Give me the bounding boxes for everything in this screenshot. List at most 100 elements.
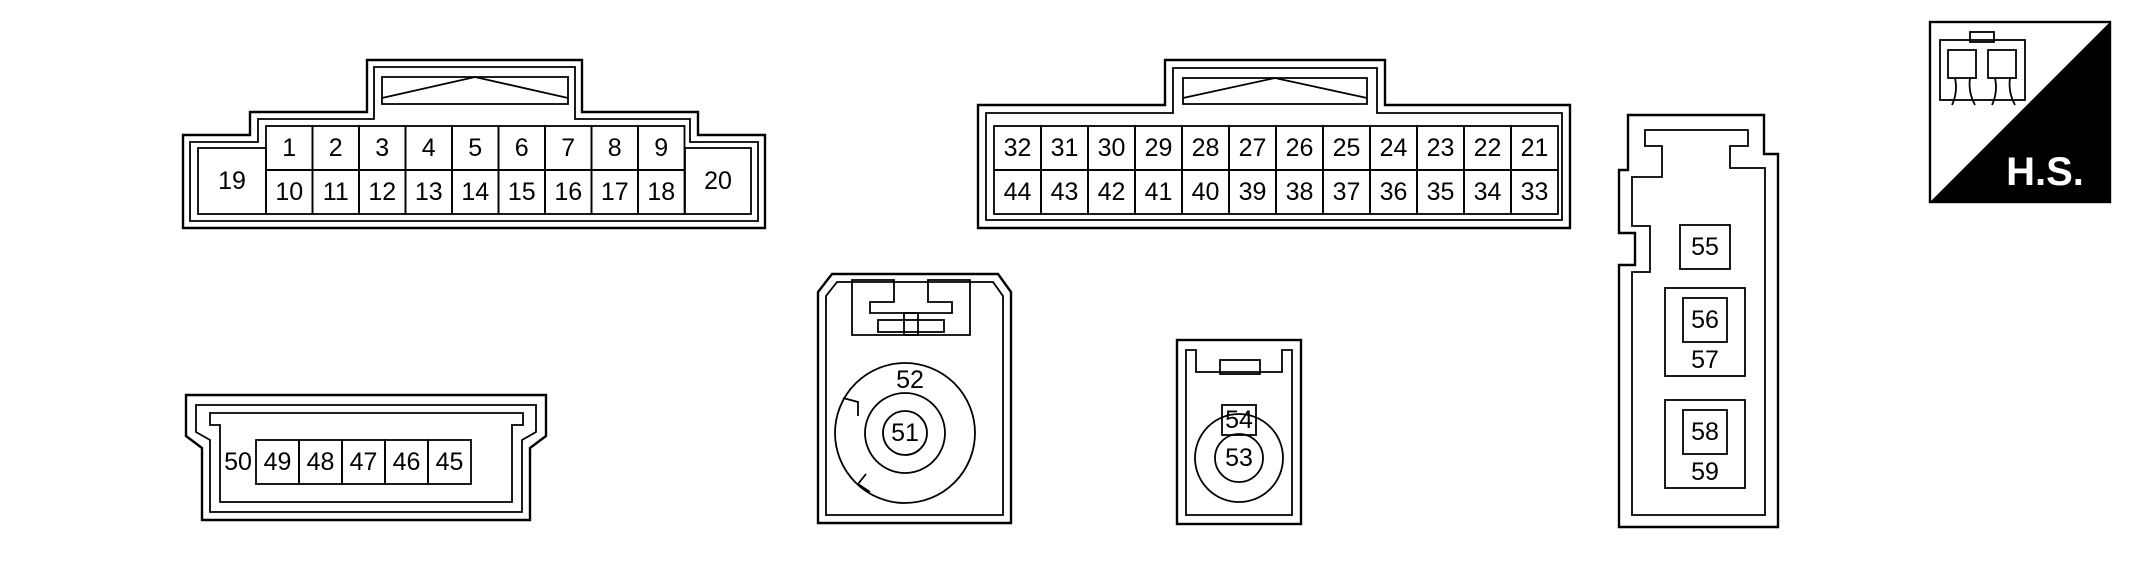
connector-d: 52 51 (816, 272, 1013, 525)
connector-d-latch-right (903, 279, 971, 336)
connector-a-pin-label: 2 (329, 134, 343, 162)
connector-a-pin-label: 9 (654, 134, 668, 162)
connector-e-pin-box (1221, 404, 1257, 436)
connector-a-pin-label: 11 (323, 178, 349, 206)
connector-f-pair2-outer-label: 59 (1691, 458, 1719, 486)
connector-e-pin-outer-label: 54 (1225, 406, 1253, 434)
connector-b-pin-label: 33 (1521, 178, 1549, 206)
connector-d-mid-ring (864, 392, 946, 474)
connector-b-pin-label: 30 (1098, 134, 1126, 162)
hs-badge-diagonal-fill (1930, 22, 2110, 202)
connector-f-shell (1617, 113, 1780, 529)
connector-a-pin-label: 14 (461, 178, 489, 206)
connector-f-pair2-inner-label: 58 (1691, 418, 1719, 446)
connector-b-pin-label: 31 (1051, 134, 1079, 162)
connector-a-latch (381, 76, 569, 105)
connector-c-pin-label: 48 (307, 448, 335, 476)
connector-e-outer-ring (1194, 413, 1284, 503)
connector-a-end-left-label: 19 (218, 167, 246, 195)
connector-f-pair1-outer (1664, 287, 1746, 377)
connector-b-latch (1182, 77, 1368, 105)
connector-f: 55 56 57 58 59 (1617, 113, 1780, 529)
connector-d-pin-inner-label: 51 (891, 419, 919, 447)
connector-b-pin-label: 43 (1051, 178, 1079, 206)
connector-b-latch-ramp (1182, 77, 1368, 99)
connector-b-pin-label: 24 (1380, 134, 1408, 162)
connector-c-pin-label: 47 (350, 448, 378, 476)
connector-f-pair1-outer-label: 57 (1691, 346, 1719, 374)
connector-a-pin-label: 12 (368, 178, 396, 206)
connector-b-pin-label: 22 (1474, 134, 1502, 162)
connector-a-pin-label: 15 (508, 178, 536, 206)
connector-f-pair1-inner-label: 56 (1691, 306, 1719, 334)
connector-f-shell-inner (1631, 129, 1766, 516)
connector-a-pin-label: 16 (554, 178, 582, 206)
connector-b-pin-label: 42 (1098, 178, 1126, 206)
connector-e-shell (1175, 338, 1303, 526)
connector-c-cavity (209, 412, 524, 503)
connector-a-pin-label: 1 (282, 134, 296, 162)
connector-a-latch-ramp (381, 76, 569, 99)
connector-b-pin-label: 36 (1380, 178, 1408, 206)
connector-a-pin-label: 8 (608, 134, 622, 162)
connector-a-pin-label: 10 (275, 178, 303, 206)
connector-e-latch (1219, 359, 1261, 375)
connector-c-end-label: 50 (224, 448, 252, 476)
connector-a-pin-label: 18 (647, 178, 675, 206)
connector-b-shell (976, 58, 1572, 230)
connector-f-pin-single-label: 55 (1691, 233, 1719, 261)
connector-a-shell-inner (189, 66, 759, 222)
connector-a-end-right-label: 20 (704, 167, 732, 195)
connector-b-pin-label: 34 (1474, 178, 1502, 206)
connector-b-pin-label: 21 (1521, 134, 1549, 162)
connector-f-pair1-inner (1682, 297, 1728, 343)
connector-d-shell-inner (825, 281, 1004, 516)
hs-badge: H.S. (1928, 20, 2112, 204)
connector-f-pair2-outer (1664, 399, 1746, 489)
connector-b-pin-label: 26 (1286, 134, 1314, 162)
connector-b-pin-label: 35 (1427, 178, 1455, 206)
connector-f-pair2-inner (1682, 409, 1728, 455)
connector-a-pin-label: 6 (515, 134, 529, 162)
connector-b-pin-label: 28 (1192, 134, 1220, 162)
connector-e: 54 53 (1175, 338, 1303, 526)
connector-a-pin-label: 7 (561, 134, 575, 162)
connector-e-shell-inner (1185, 349, 1293, 516)
connector-f-pin-box-55 (1679, 224, 1731, 270)
connector-a-end-left (197, 147, 267, 215)
connector-b-pin-cell (1510, 169, 1559, 215)
connector-c-shell (184, 393, 548, 522)
connector-a-end-right (684, 147, 752, 215)
connector-symbol-icon (1939, 31, 2026, 106)
connector-d-key (842, 397, 871, 493)
connector-c-pin-cell (427, 439, 472, 485)
connector-d-outer-ring (834, 362, 976, 504)
connector-b-pin-label: 23 (1427, 134, 1455, 162)
connector-b-pin-label: 40 (1192, 178, 1220, 206)
connector-a-pin-label: 5 (468, 134, 482, 162)
connector-b-pin-label: 32 (1004, 134, 1032, 162)
connector-d-pin-outer-label: 52 (896, 366, 924, 394)
connector-d-latch-slot (877, 319, 945, 333)
connector-c-pin-label: 49 (264, 448, 292, 476)
connector-d-shell (816, 272, 1013, 525)
connector-b-pin-label: 27 (1239, 134, 1267, 162)
connector-d-pin-ring (882, 410, 928, 456)
connector-b-pin-label: 25 (1333, 134, 1361, 162)
connector-d-latch-left (851, 279, 919, 336)
connector-e-pin-ring (1214, 433, 1264, 483)
connector-b-pin-label: 44 (1004, 178, 1032, 206)
connector-a-pin-label: 17 (601, 178, 629, 206)
connector-a-pin-label: 4 (422, 134, 436, 162)
connector-b-pin-label: 38 (1286, 178, 1314, 206)
connector-b-pin-label: 29 (1145, 134, 1173, 162)
connector-c-pin-label: 46 (393, 448, 421, 476)
